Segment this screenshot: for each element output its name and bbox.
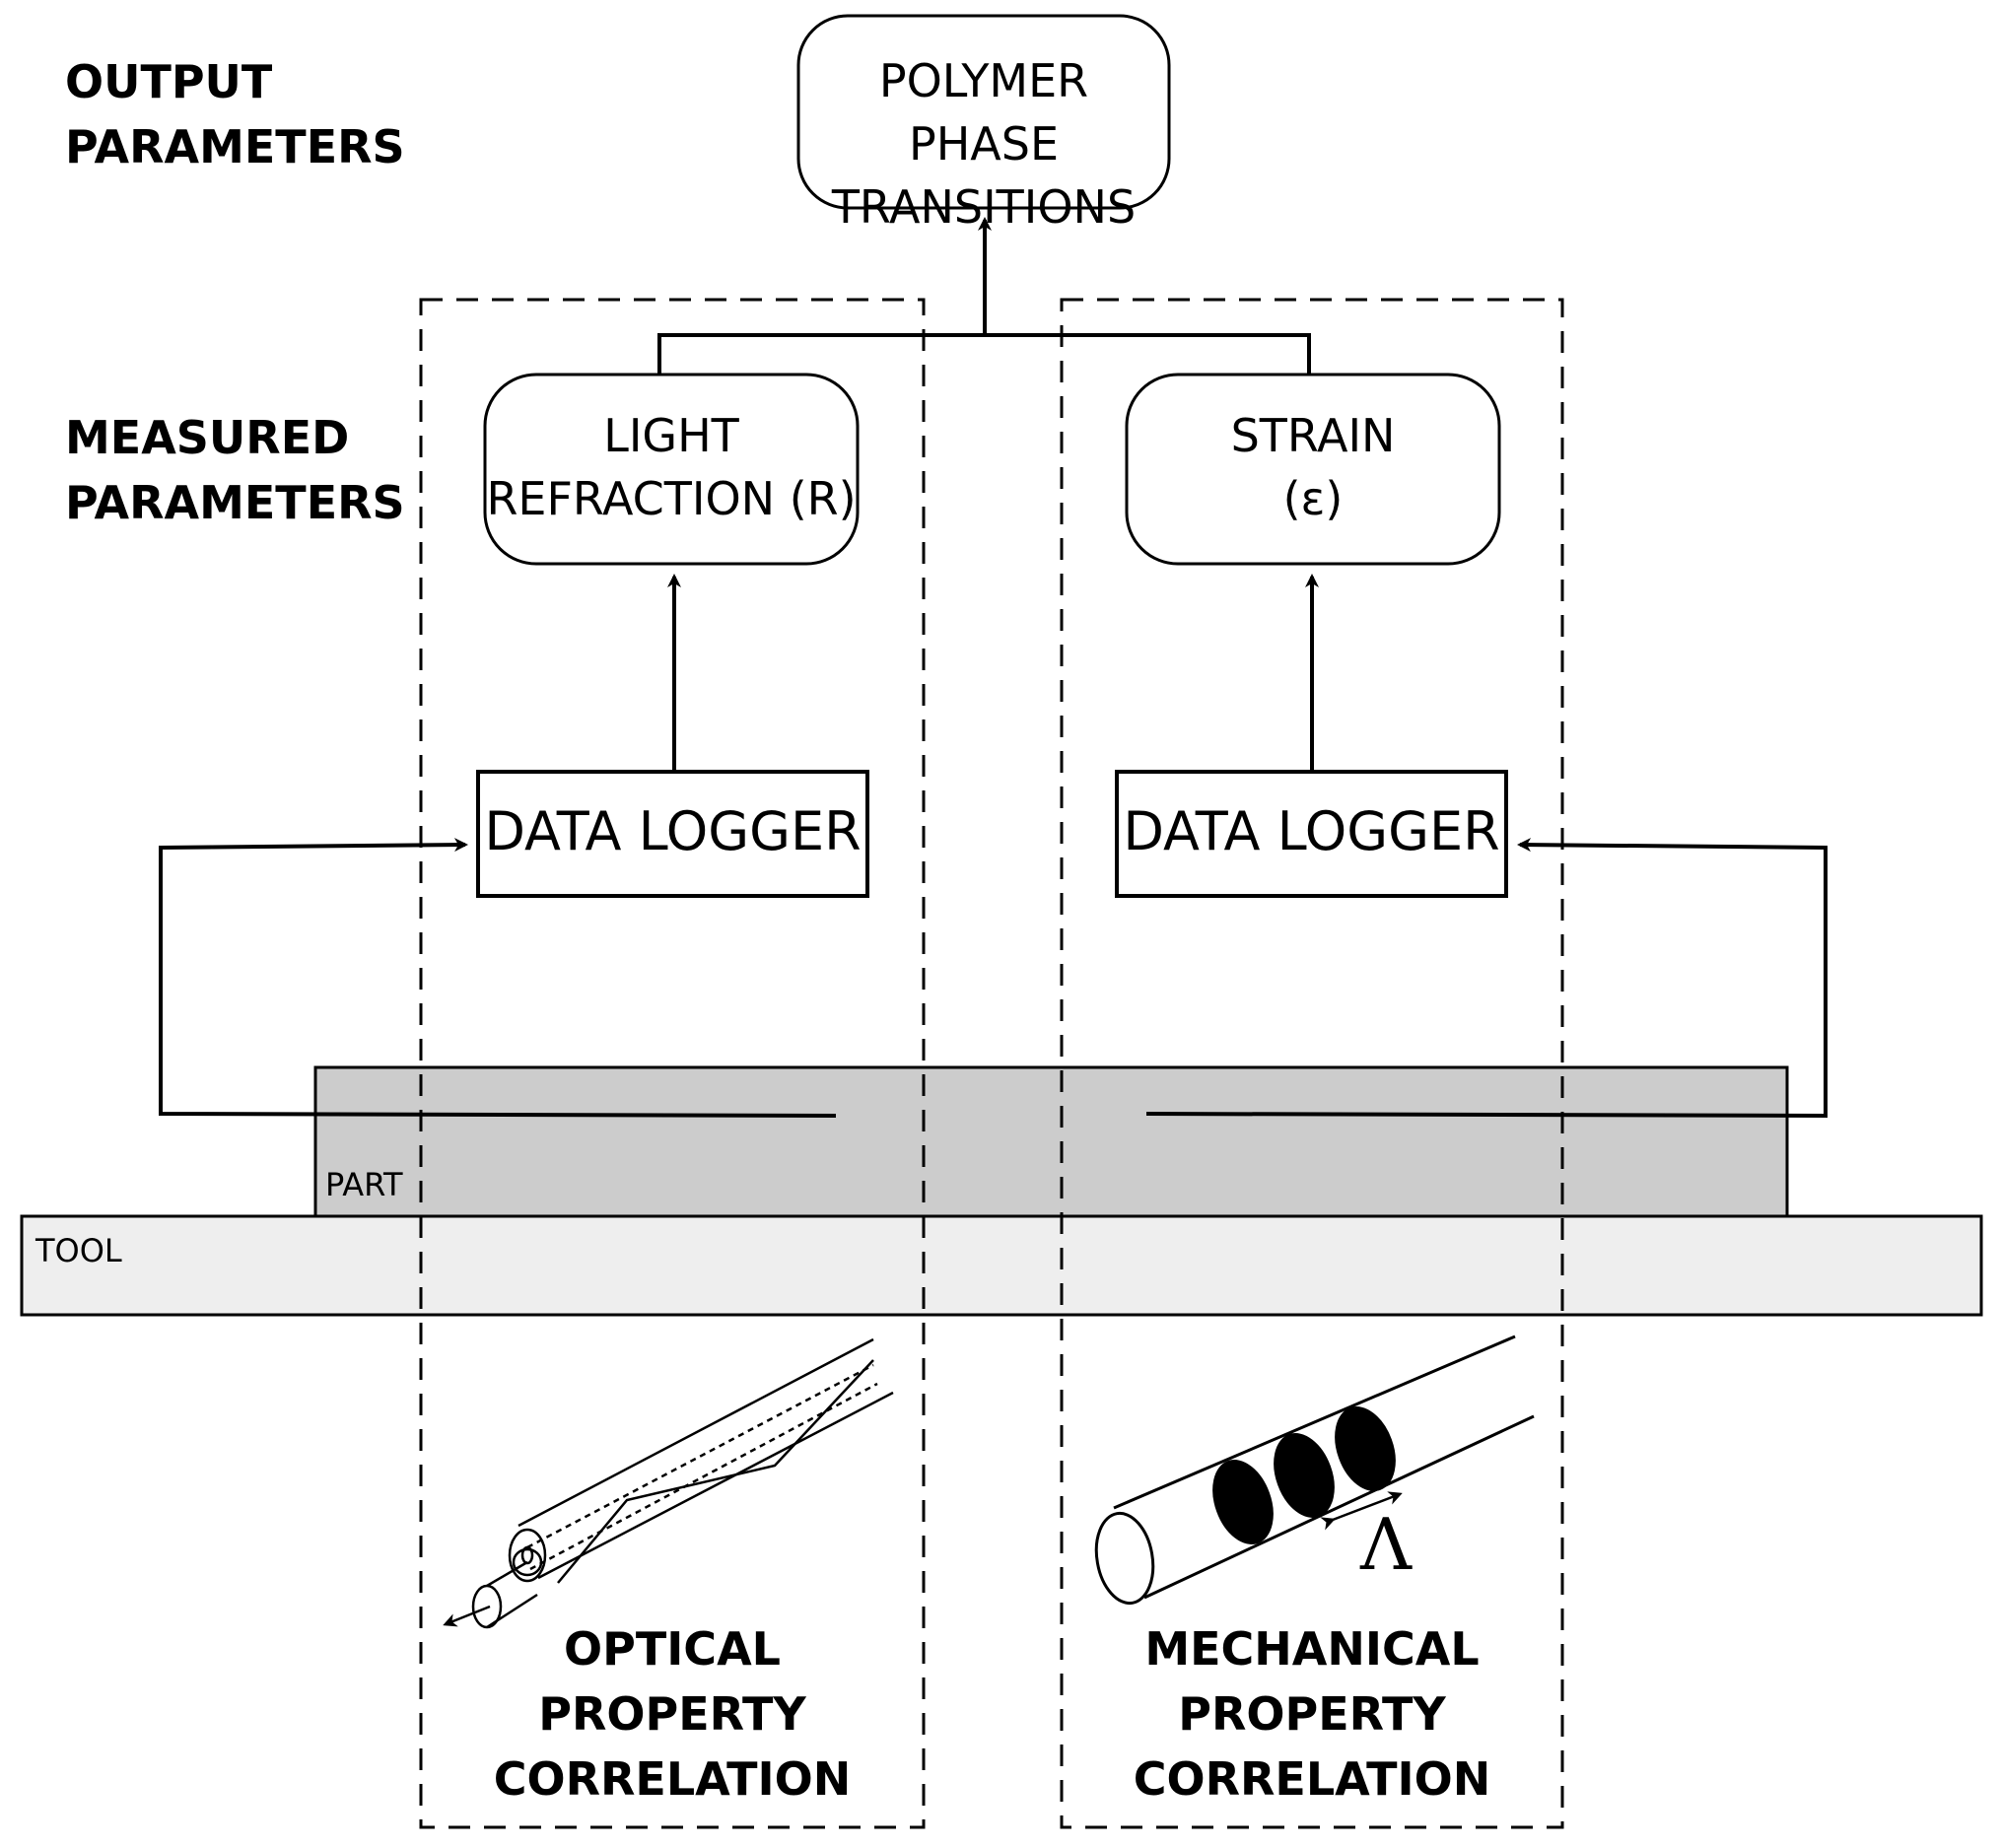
optical-correlation-line-3: CORRELATION bbox=[493, 1752, 852, 1806]
mechanical-correlation-label: MECHANICAL PROPERTY CORRELATION bbox=[1062, 1616, 1562, 1812]
tool-label: TOOL bbox=[35, 1232, 122, 1269]
strain-box bbox=[1125, 373, 1501, 566]
light-refraction-line-2: REFRACTION (R) bbox=[486, 472, 857, 525]
polymer-phase-box bbox=[796, 14, 1171, 210]
polymer-phase-line-1: POLYMER PHASE bbox=[878, 54, 1089, 171]
polymer-phase-label: POLYMER PHASE TRANSITIONS bbox=[798, 49, 1169, 239]
mechanical-correlation-line-3: CORRELATION bbox=[1133, 1752, 1491, 1806]
output-parameters-label: OUTPUT PARAMETERS bbox=[65, 49, 405, 179]
measured-parameters-label: MEASURED PARAMETERS bbox=[65, 405, 405, 535]
part-layer bbox=[313, 1065, 1789, 1218]
mechanical-correlation-line-2: PROPERTY bbox=[1178, 1687, 1446, 1741]
optical-sensor-fibre bbox=[159, 838, 837, 1118]
data-logger-left-box bbox=[476, 770, 869, 898]
light-refraction-line-1: LIGHT bbox=[603, 409, 739, 462]
data-logger-left-label: DATA LOGGER bbox=[484, 800, 862, 862]
strain-sensor-fibre bbox=[1145, 838, 1828, 1119]
part-label: PART bbox=[325, 1166, 403, 1203]
data-logger-right-box bbox=[1115, 770, 1508, 898]
output-parameters-line-2: PARAMETERS bbox=[65, 120, 405, 173]
light-refraction-box bbox=[483, 373, 860, 566]
grating-period-symbol: Λ bbox=[1360, 1503, 1412, 1586]
mechanical-correlation-line-1: MECHANICAL bbox=[1144, 1622, 1480, 1676]
optical-correlation-line-2: PROPERTY bbox=[538, 1687, 806, 1741]
strain-line-1: STRAIN bbox=[1230, 409, 1396, 462]
optical-correlation-label: OPTICAL PROPERTY CORRELATION bbox=[421, 1616, 924, 1812]
measured-parameters-line-1: MEASURED bbox=[65, 411, 350, 464]
measured-parameters-line-2: PARAMETERS bbox=[65, 476, 405, 529]
optical-region bbox=[419, 298, 926, 1829]
output-parameters-line-1: OUTPUT bbox=[65, 55, 273, 108]
tool-layer bbox=[20, 1214, 1983, 1317]
strain-label: STRAIN (ε) bbox=[1127, 404, 1499, 530]
polymer-phase-line-2: TRANSITIONS bbox=[831, 180, 1137, 234]
merge-connector bbox=[657, 333, 1311, 375]
optical-correlation-line-1: OPTICAL bbox=[564, 1622, 781, 1676]
bragg-grating-illustration bbox=[1094, 1335, 1535, 1606]
strain-line-2: (ε) bbox=[1282, 472, 1344, 525]
mechanical-region bbox=[1060, 298, 1564, 1829]
light-refraction-label: LIGHT REFRACTION (R) bbox=[485, 404, 858, 530]
optical-fibre-illustration bbox=[443, 1337, 894, 1629]
data-logger-right-label: DATA LOGGER bbox=[1123, 800, 1500, 862]
